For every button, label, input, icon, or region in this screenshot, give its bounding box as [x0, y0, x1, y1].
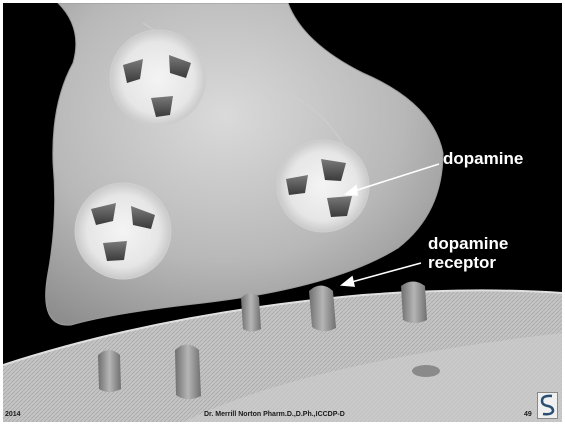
presynaptic-terminal [46, 3, 443, 325]
footer-author: Dr. Merrill Norton Pharm.D.,D.Ph.,ICCDP-… [204, 411, 345, 418]
slide: dopamine dopamine receptor 2014 Dr. Merr… [3, 3, 562, 422]
logo-icon [537, 392, 558, 419]
receptor-label-line2: receptor [428, 253, 496, 272]
vesicle-3 [75, 183, 171, 279]
synapse-illustration [3, 3, 562, 422]
receptor-label-line1: dopamine [428, 234, 508, 253]
page-number: 49 [524, 411, 532, 418]
dopamine-label: dopamine [443, 149, 523, 168]
footer-year: 2014 [5, 411, 21, 418]
vesicle-1 [110, 30, 206, 126]
